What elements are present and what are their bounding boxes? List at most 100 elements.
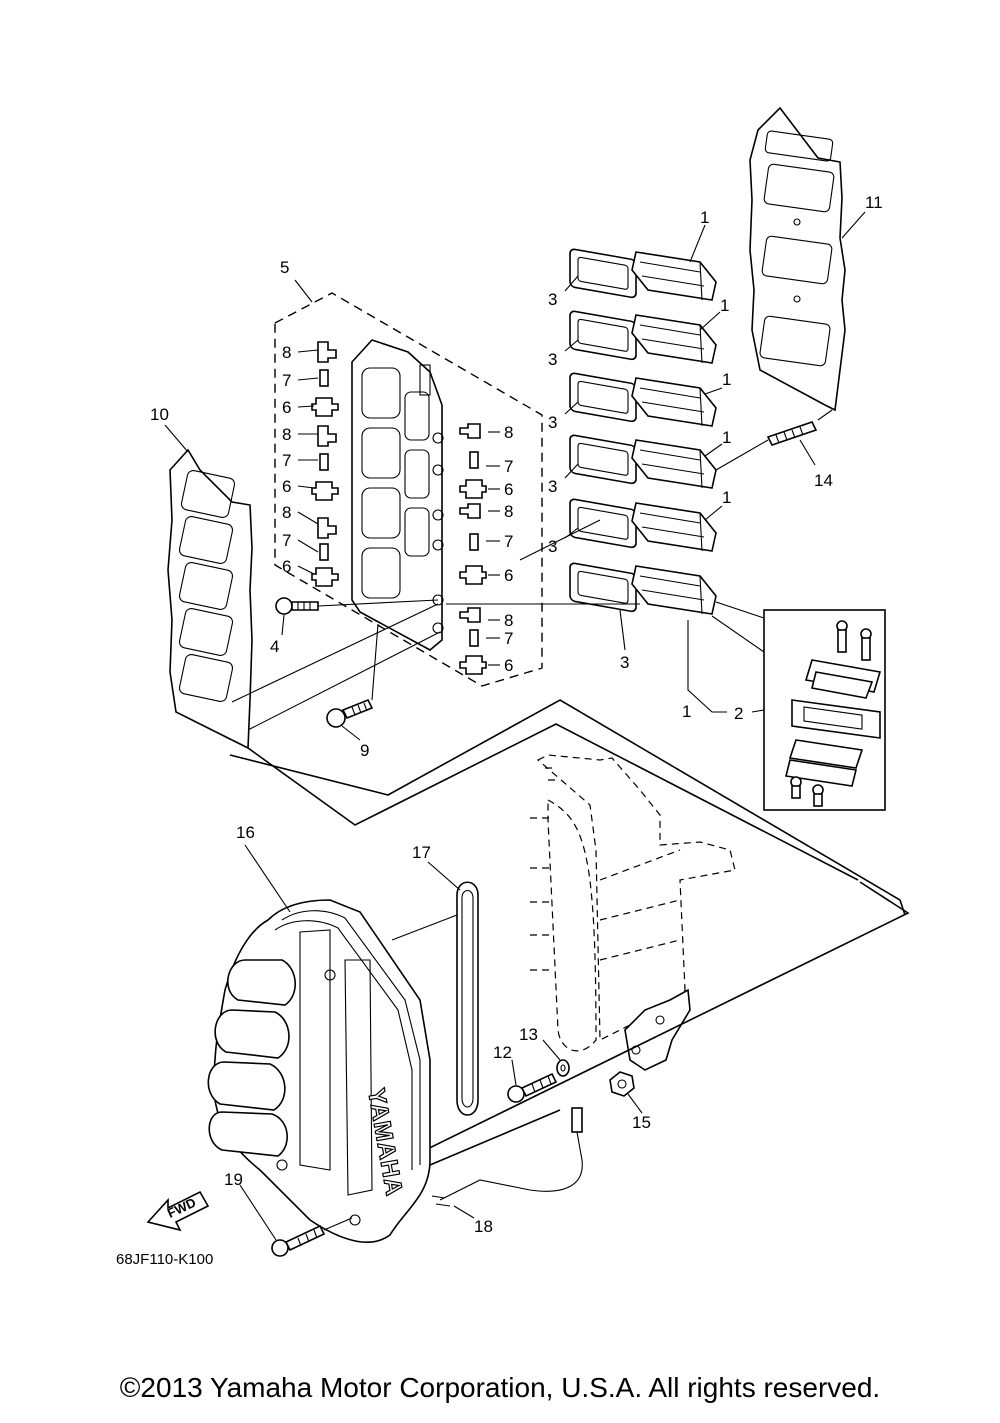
upper-plane-outline (229, 699, 906, 916)
tee-fitting (459, 565, 487, 585)
hose-joint (319, 369, 329, 387)
reed-gasket (569, 434, 637, 485)
callout-19: 19 (224, 1170, 243, 1189)
reed-gasket (569, 310, 637, 361)
callout-7: 7 (282, 371, 291, 390)
callout-8: 8 (504, 611, 513, 630)
callout-4: 4 (270, 637, 279, 656)
reed-gasket (569, 372, 637, 423)
fittings-right (459, 423, 487, 675)
callout-13: 13 (519, 1025, 538, 1044)
callout-1: 1 (722, 428, 731, 447)
callout-3: 3 (548, 413, 557, 432)
callout-8: 8 (282, 343, 291, 362)
elbow-fitting (317, 517, 337, 539)
manifold-plate (351, 339, 444, 651)
callout-8: 8 (282, 503, 291, 522)
callout-3: 3 (548, 537, 557, 556)
reed-valve (631, 565, 717, 615)
callout-7: 7 (504, 457, 513, 476)
tee-fitting (311, 397, 339, 417)
assembly-lines (231, 409, 833, 731)
fwd-arrow-icon: FWD (146, 1190, 210, 1232)
reed-valve-stack (569, 248, 717, 615)
fittings-left (311, 341, 339, 587)
elbow-fitting (459, 503, 481, 519)
diagram-code: 68JF110-K100 (116, 1251, 213, 1268)
callout-9: 9 (360, 741, 369, 760)
callout-1: 1 (722, 370, 731, 389)
callout-6: 6 (504, 480, 513, 499)
elbow-fitting (317, 425, 337, 447)
callout-7: 7 (504, 532, 513, 551)
reed-gasket (569, 248, 637, 299)
callout-12: 12 (493, 1043, 512, 1062)
hose-joint (469, 451, 479, 469)
lower-plane-outline (404, 881, 910, 1161)
callout-11: 11 (865, 193, 883, 212)
reed-valve (631, 251, 717, 301)
tee-fitting (459, 655, 487, 675)
tee-fitting (459, 479, 487, 499)
callout-17: 17 (412, 843, 431, 862)
gasket-left (167, 448, 253, 750)
callout-labels: 1 1 1 1 1 1 2 3 3 3 3 3 3 4 5 8 7 6 8 7 … (116, 193, 883, 1268)
tee-fitting (311, 481, 339, 501)
elbow-fitting (317, 341, 337, 363)
callout-8: 8 (504, 502, 513, 521)
reed-gasket (569, 562, 637, 613)
callout-6: 6 (282, 398, 291, 417)
callout-1: 1 (682, 702, 691, 721)
callout-7: 7 (282, 451, 291, 470)
callout-3: 3 (620, 653, 629, 672)
leader-lines (164, 211, 866, 1241)
callout-1: 1 (722, 488, 731, 507)
hose-joint (469, 629, 479, 647)
callout-16: 16 (236, 823, 255, 842)
reed-valve (631, 502, 717, 552)
assembly-outline (274, 292, 543, 687)
bolt-4 (275, 597, 319, 615)
callout-1: 1 (700, 208, 709, 227)
callout-7: 7 (282, 531, 291, 550)
elbow-fitting (459, 607, 481, 623)
copyright-notice: ©2013 Yamaha Motor Corporation, U.S.A. A… (119, 1372, 881, 1403)
callout-3: 3 (548, 350, 557, 369)
bolt-12 (507, 1072, 558, 1103)
callout-3: 3 (548, 477, 557, 496)
callout-8: 8 (504, 423, 513, 442)
callout-6: 6 (504, 566, 513, 585)
callout-2: 2 (734, 704, 743, 723)
reed-gasket (569, 498, 637, 549)
bolt-19 (271, 1217, 353, 1257)
stud-bolt (766, 421, 818, 446)
callout-8: 8 (282, 425, 291, 444)
crankcase-flange (624, 988, 691, 1071)
upper-plane-outline-lower (247, 723, 859, 881)
hose-joint (319, 453, 329, 471)
callout-6: 6 (504, 656, 513, 675)
nut-15 (609, 1071, 635, 1097)
seal-ring (456, 881, 479, 1116)
callout-18: 18 (474, 1217, 493, 1236)
callout-5: 5 (280, 258, 289, 277)
reed-valve (631, 314, 717, 364)
detail-inset (711, 601, 886, 811)
callout-1: 1 (720, 296, 729, 315)
callout-6: 6 (282, 477, 291, 496)
callout-10: 10 (150, 405, 169, 424)
callout-14: 14 (814, 471, 833, 490)
callout-7: 7 (504, 629, 513, 648)
tee-fitting (311, 567, 339, 587)
reed-valve (631, 439, 717, 489)
crankcase-hidden (530, 754, 736, 1052)
callout-6: 6 (282, 557, 291, 576)
callout-3: 3 (548, 290, 557, 309)
intake-silencer: YAMAHA (207, 899, 431, 1243)
hose-joint (319, 543, 329, 561)
washer-13 (556, 1059, 570, 1077)
bolt-9 (326, 698, 374, 728)
elbow-fitting (459, 423, 481, 439)
reed-valve (631, 377, 717, 427)
